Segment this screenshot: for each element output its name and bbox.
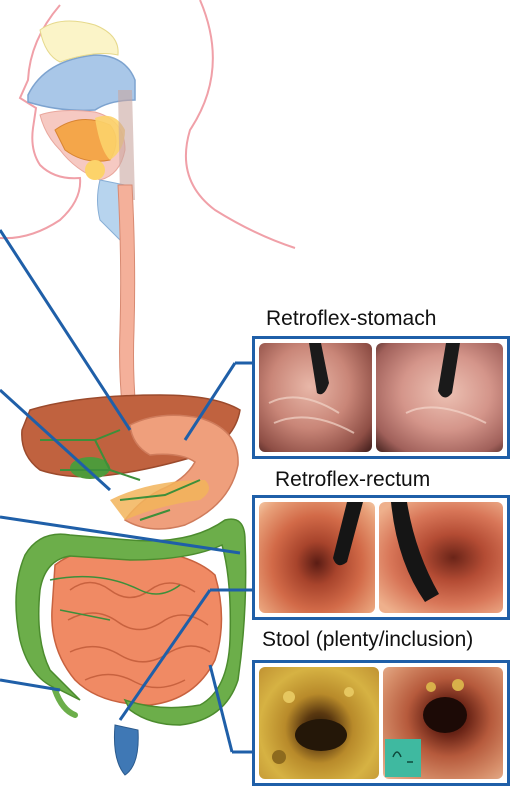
neck-outline — [186, 0, 295, 248]
endoscopy-image-stool-1 — [259, 667, 379, 779]
rectum — [114, 725, 138, 775]
esophagus — [118, 185, 138, 430]
caption-retroflex-stomach: Retroflex-stomach — [266, 307, 436, 331]
endoscopy-image-rectum-1 — [259, 502, 375, 613]
endoscopy-image-stomach-1 — [259, 343, 372, 452]
endoscope-shaft-icon — [379, 502, 503, 613]
caption-stool: Stool (plenty/inclusion) — [262, 628, 473, 652]
stool-lumen-icon — [383, 667, 503, 779]
teal-overlay-box — [385, 739, 421, 777]
small-intestine — [52, 548, 222, 705]
pharynx — [118, 90, 135, 200]
endoscopy-image-rectum-2 — [379, 502, 503, 613]
throat-gland — [85, 160, 105, 180]
connector-esophagus — [0, 230, 130, 430]
endoscopy-image-stool-2 — [383, 667, 503, 779]
panel-stool — [252, 660, 510, 786]
endoscope-shaft-icon — [376, 343, 503, 452]
endoscope-shaft-icon — [259, 502, 375, 613]
panel-retroflex-rectum — [252, 495, 510, 620]
endoscope-shaft-icon — [259, 343, 372, 452]
panel-retroflex-stomach — [252, 336, 510, 459]
endoscopy-image-stomach-2 — [376, 343, 503, 452]
caption-retroflex-rectum: Retroflex-rectum — [275, 468, 430, 492]
stool-lumen-icon — [259, 667, 379, 779]
